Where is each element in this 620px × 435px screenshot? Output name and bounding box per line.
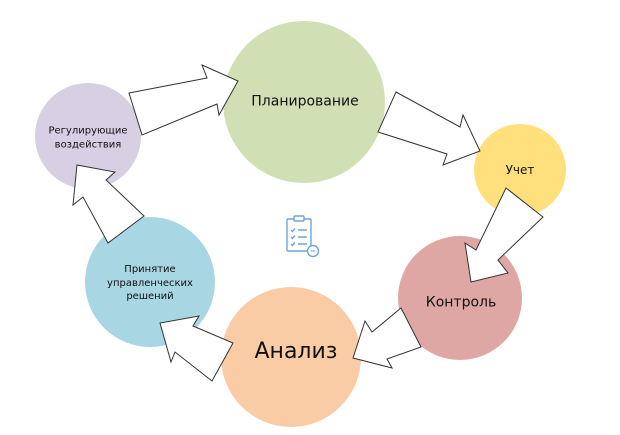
node-planning-circle xyxy=(223,21,385,183)
node-regulating-line-2: воздействия xyxy=(54,139,122,150)
node-accounting-label: Учет xyxy=(505,162,535,177)
node-planning-label: Планирование xyxy=(251,93,359,110)
node-decisions-circle xyxy=(85,217,215,347)
arrow-control-to-analysis xyxy=(352,307,422,369)
node-regulating-circle xyxy=(35,83,141,189)
node-regulating-label: Регулирующие воздействия xyxy=(49,125,128,152)
node-control-label: Контроль xyxy=(425,294,497,311)
node-decisions-line-3: решений xyxy=(126,290,174,302)
node-accounting-circle xyxy=(474,124,566,216)
arrow-regulating-to-planning xyxy=(128,64,239,136)
node-regulating-line-1: Регулирующие xyxy=(48,125,128,137)
node-analysis-circle xyxy=(221,287,361,427)
arrow-analysis-to-decisions xyxy=(159,315,234,382)
node-decisions-line-2: управленческих xyxy=(107,277,193,289)
arrow-planning-to-accounting xyxy=(377,91,481,166)
arrow-decisions-to-regulating xyxy=(72,164,145,244)
arrow-accounting-to-control xyxy=(464,187,544,283)
node-analysis-label: Анализ xyxy=(254,339,338,365)
node-decisions-label: Принятие управленческих решений xyxy=(107,263,193,304)
node-decisions-line-1: Принятие xyxy=(124,263,176,275)
clipboard-checklist-icon xyxy=(286,215,320,258)
